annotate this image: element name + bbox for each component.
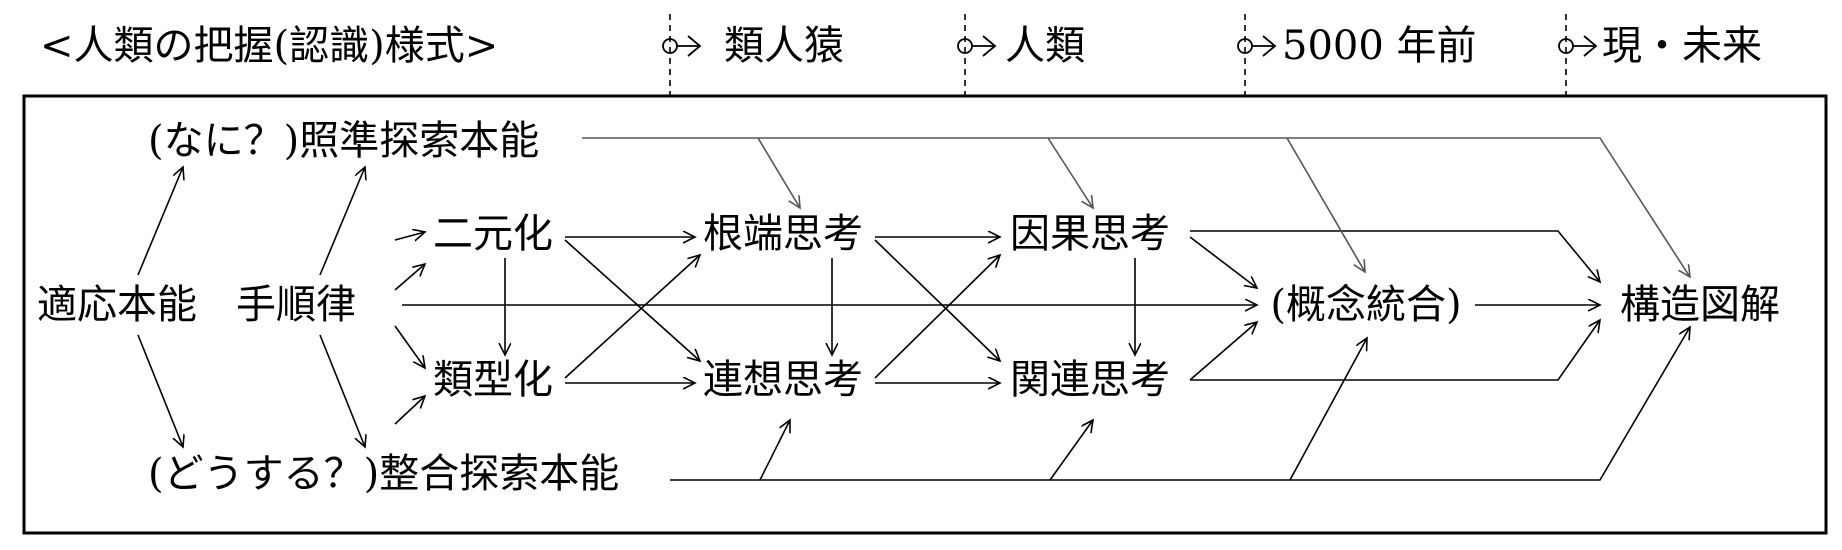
era-label-future: 現・未来: [1602, 23, 1762, 69]
era-label-5000: 5000 年前: [1282, 23, 1477, 69]
era-dividers: [669, 14, 1567, 96]
node-relate: 関連思考: [1010, 357, 1170, 403]
flow-arrows: [137, 167, 1690, 481]
node-binary: 二元化: [433, 211, 553, 257]
node-structure: 構造図解: [1620, 282, 1780, 328]
diagram-title: <人類の把握(認識)様式>: [40, 23, 499, 69]
node-cause: 因果思考: [1010, 211, 1170, 257]
gray-arrows: [582, 137, 1690, 277]
era-label-human: 人類: [1005, 23, 1085, 69]
era-markers: [662, 35, 1598, 57]
diagram-frame: [22, 94, 1828, 535]
node-adapt: 適応本能: [37, 282, 197, 328]
era-label-ape: 類人猿: [724, 23, 844, 69]
node-typify: 類型化: [433, 357, 553, 403]
node-concept: (概念統合): [1270, 282, 1462, 328]
node-root: 根端思考: [703, 211, 863, 257]
node-assoc: 連想思考: [703, 357, 863, 403]
node-what: (なに？)照準探索本能: [148, 118, 540, 164]
node-how: (どうする？)整合探索本能: [148, 451, 620, 497]
node-procedure: 手順律: [236, 282, 356, 328]
